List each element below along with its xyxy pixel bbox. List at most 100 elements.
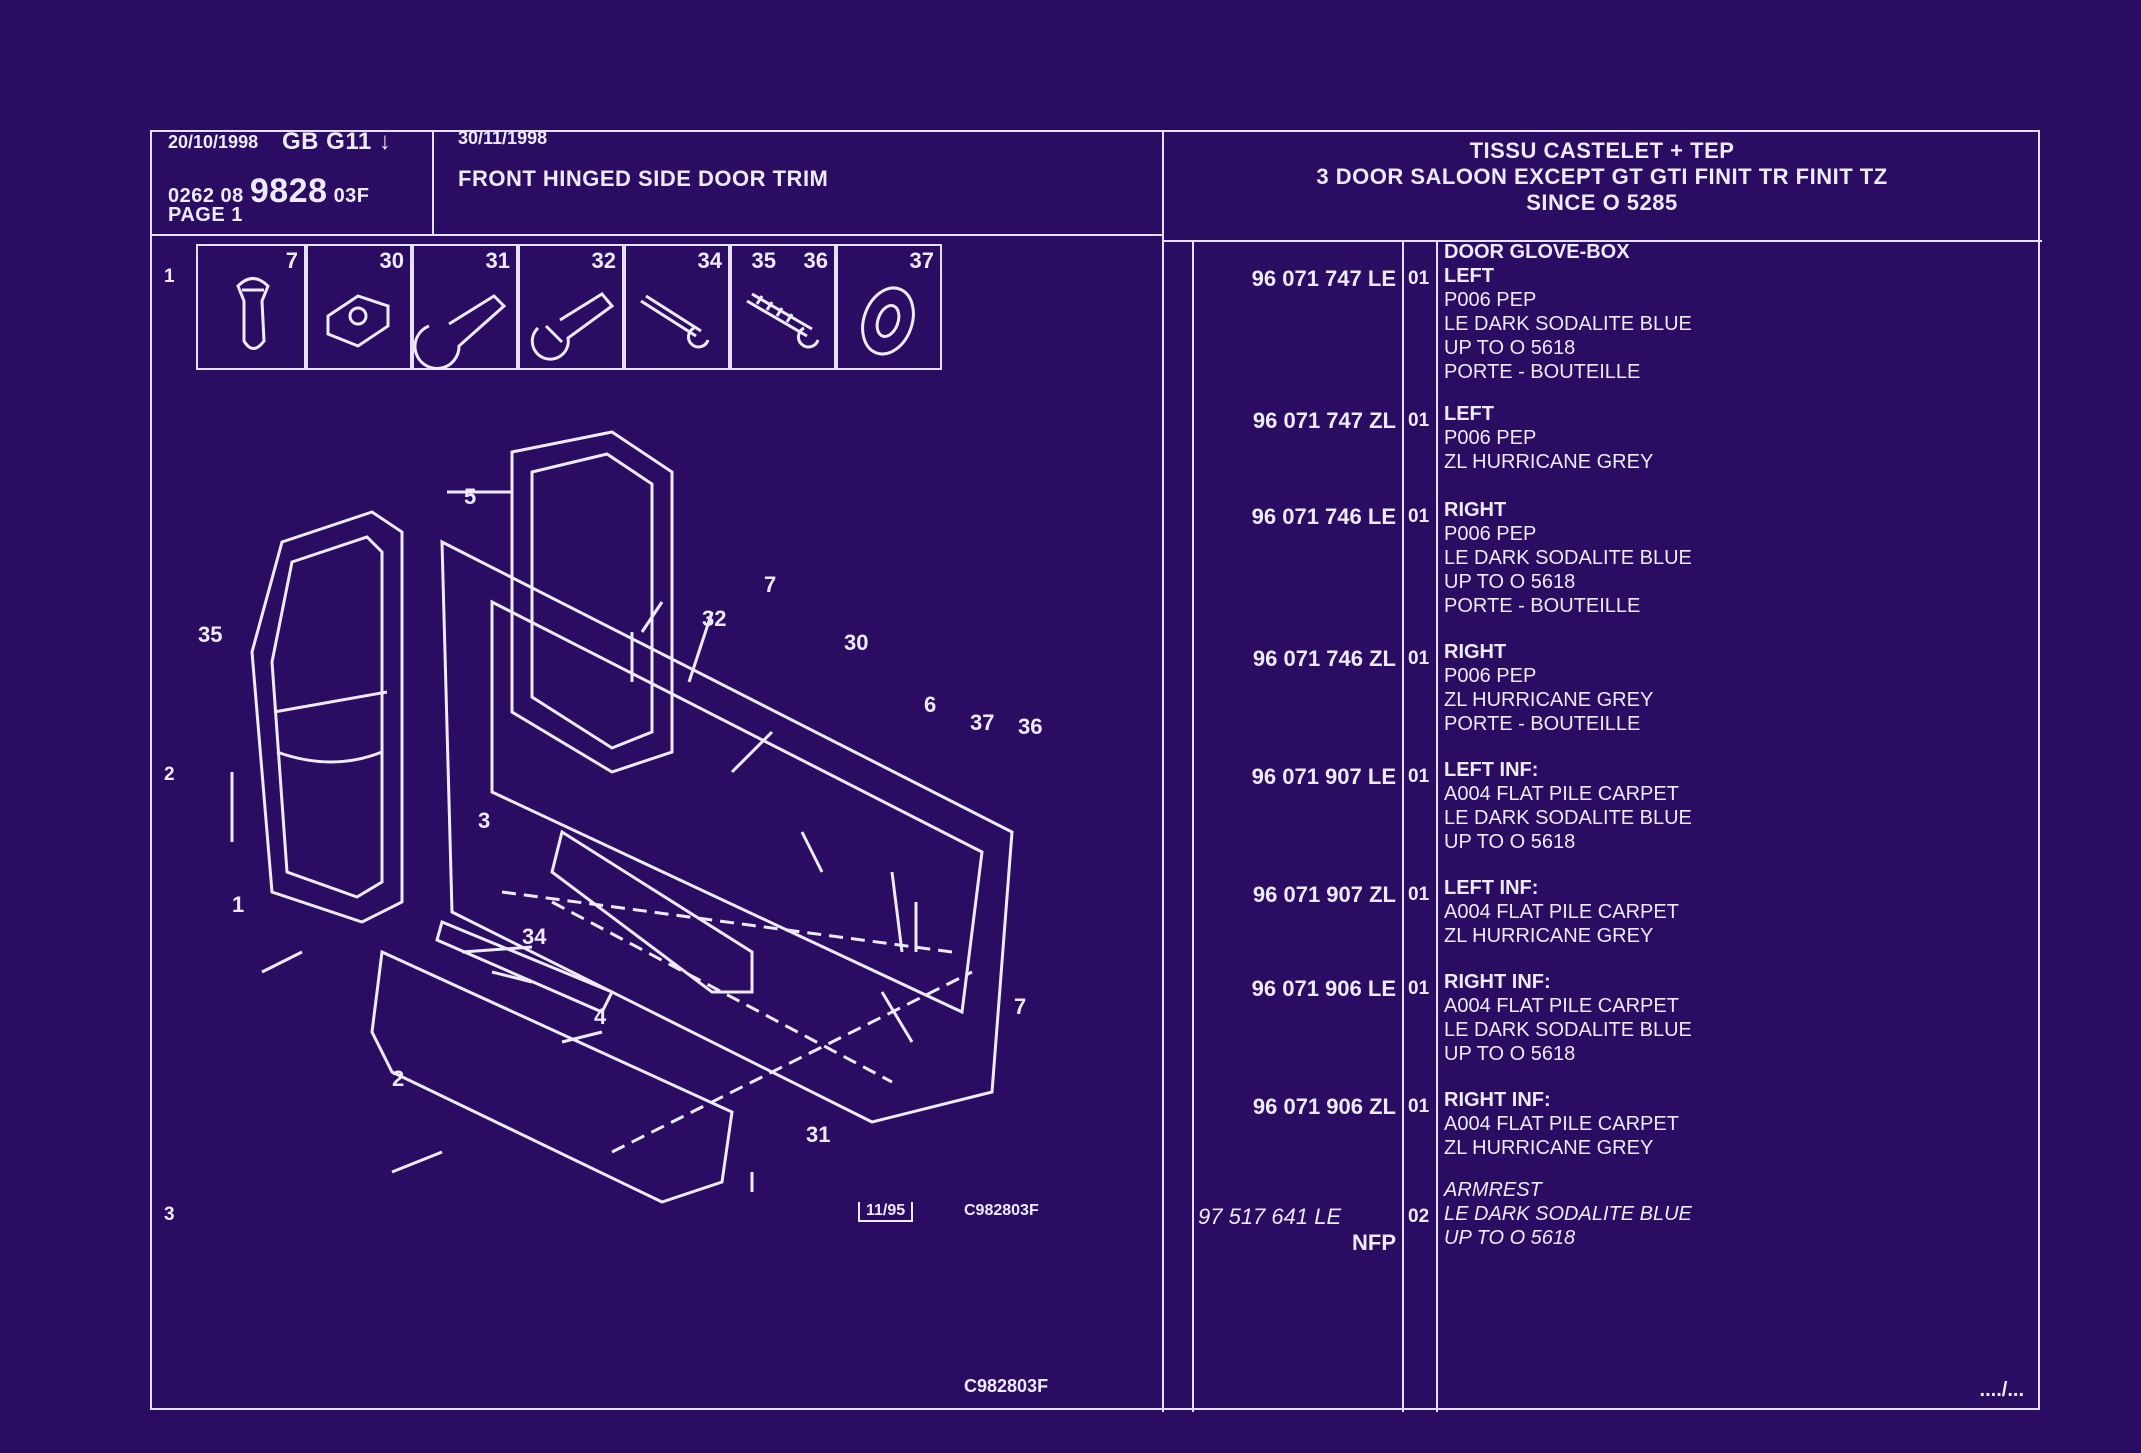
rivet-icon (414, 294, 507, 370)
description-line: ZL HURRICANE GREY (1444, 925, 1654, 947)
callout-3: 3 (478, 808, 491, 833)
description-line: LE DARK SODALITE BLUE (1444, 547, 1692, 569)
description-line: A004 FLAT PILE CARPET (1444, 995, 1679, 1017)
item-number: 2 (164, 764, 175, 785)
description-line: ZL HURRICANE GREY (1444, 451, 1654, 473)
callout-32: 32 (702, 606, 727, 631)
side-label: LEFT INF: (1444, 759, 1539, 781)
description-line: LE DARK SODALITE BLUE (1444, 1019, 1692, 1041)
part-number: 96 071 906 ZL (1252, 1094, 1396, 1119)
quantity: 01 (1408, 884, 1430, 905)
part-number: 96 071 747 ZL (1252, 408, 1396, 433)
fastener-cell-32: 32 (518, 244, 624, 370)
description-line: PORTE - BOUTEILLE (1444, 595, 1641, 617)
callout-34: 34 (522, 924, 547, 949)
callout-1: 1 (232, 892, 245, 917)
description-line: A004 FLAT PILE CARPET (1444, 783, 1679, 805)
quantity: 01 (1408, 766, 1430, 787)
description-line: A004 FLAT PILE CARPET (1444, 1113, 1679, 1135)
header-date: 20/10/1998 (168, 132, 259, 152)
part-number: 96 071 907 LE (1251, 764, 1396, 789)
part-number: 96 071 747 LE (1251, 266, 1396, 291)
spec-line-3: SINCE O 5285 (1526, 190, 1678, 215)
callout-2: 2 (392, 1066, 405, 1091)
part-number: 97 517 641 LE (1198, 1204, 1342, 1229)
description-line: ZL HURRICANE GREY (1444, 689, 1654, 711)
description-line: P006 PEP (1444, 523, 1537, 545)
revision-box: 11/95 (858, 1202, 914, 1222)
description-line: UP TO O 5618 (1444, 1043, 1576, 1065)
side-label: RIGHT (1444, 641, 1507, 663)
quantity: 01 (1408, 1096, 1430, 1117)
callout-6: 6 (924, 692, 937, 717)
spec-line-2: 3 DOOR SALOON EXCEPT GT GTI FINIT TR FIN… (1316, 164, 1888, 189)
clip-icon (236, 277, 270, 350)
fastener-cell-37: 37 (836, 244, 942, 370)
callout-37: 37 (970, 710, 995, 735)
sheet-code: C982803F (964, 1376, 1049, 1396)
nut-clip-icon (326, 294, 390, 348)
quantity: 01 (1408, 410, 1430, 431)
self-tapping-screw-icon (746, 292, 820, 349)
fastener-cell-7: 7 (196, 244, 306, 370)
diagram-code: C982803F (964, 1202, 1039, 1219)
item-number: 3 (164, 1204, 175, 1225)
callout-30: 30 (844, 630, 869, 655)
header-reference: 0262 08 9828 03F (168, 172, 370, 210)
description-line: P006 PEP (1444, 427, 1537, 449)
part-number: 96 071 746 LE (1251, 504, 1396, 529)
description-line: ZL HURRICANE GREY (1444, 1137, 1654, 1159)
description-line: UP TO O 5618 (1444, 337, 1576, 359)
nfp-flag: NFP (1352, 1230, 1396, 1255)
callout-4: 4 (594, 1004, 607, 1029)
side-label: LEFT INF: (1444, 877, 1539, 899)
header-date-2: 30/11/1998 (458, 128, 548, 148)
part-number: 96 071 907 ZL (1252, 882, 1396, 907)
callout-36: 36 (1018, 714, 1043, 739)
description-line: LE DARK SODALITE BLUE (1444, 313, 1692, 335)
screw-icon (640, 294, 710, 349)
part-number: 96 071 746 ZL (1252, 646, 1396, 671)
screw-clip-icon (530, 292, 615, 361)
page-title: FRONT HINGED SIDE DOOR TRIM (458, 166, 829, 191)
description-line: LE DARK SODALITE BLUE (1444, 1203, 1692, 1225)
item-number: 1 (164, 266, 175, 287)
fastener-cell-35-36: 35 36 (730, 244, 836, 370)
callout-35: 35 (198, 622, 223, 647)
side-label: RIGHT INF: (1444, 1089, 1551, 1111)
description-line: P006 PEP (1444, 665, 1537, 687)
group-heading: DOOR GLOVE-BOX (1444, 241, 1630, 263)
side-label: RIGHT (1444, 499, 1507, 521)
quantity: 01 (1408, 506, 1430, 527)
spec-line-1: TISSU CASTELET + TEP (1469, 138, 1735, 163)
description-line: UP TO O 5618 (1444, 1227, 1576, 1249)
callout-7-bottom: 7 (1014, 994, 1027, 1019)
quantity: 01 (1408, 268, 1430, 289)
side-label: RIGHT INF: (1444, 971, 1551, 993)
callout-7-top: 7 (764, 572, 777, 597)
fastener-cell-31: 31 (412, 244, 518, 370)
header-divider-right (1162, 240, 2042, 242)
callout-5: 5 (464, 484, 477, 509)
description-line: PORTE - BOUTEILLE (1444, 361, 1641, 383)
description-line: LE DARK SODALITE BLUE (1444, 807, 1692, 829)
quantity: 01 (1408, 648, 1430, 669)
main-vertical-divider (1162, 132, 1164, 1412)
side-label: LEFT (1444, 265, 1494, 287)
part-number: 96 071 906 LE (1251, 976, 1396, 1001)
washer-icon (861, 286, 915, 356)
header-region: GB G11 ↓ (282, 128, 392, 155)
fastener-cell-34: 34 (624, 244, 730, 370)
fastener-cell-30: 30 (306, 244, 412, 370)
side-label: LEFT (1444, 403, 1494, 425)
parts-sheet: 20/10/1998 GB G11 ↓ 0262 08 9828 03F PAG… (150, 128, 2042, 1412)
parts-col-divider-1 (1192, 240, 1194, 1412)
